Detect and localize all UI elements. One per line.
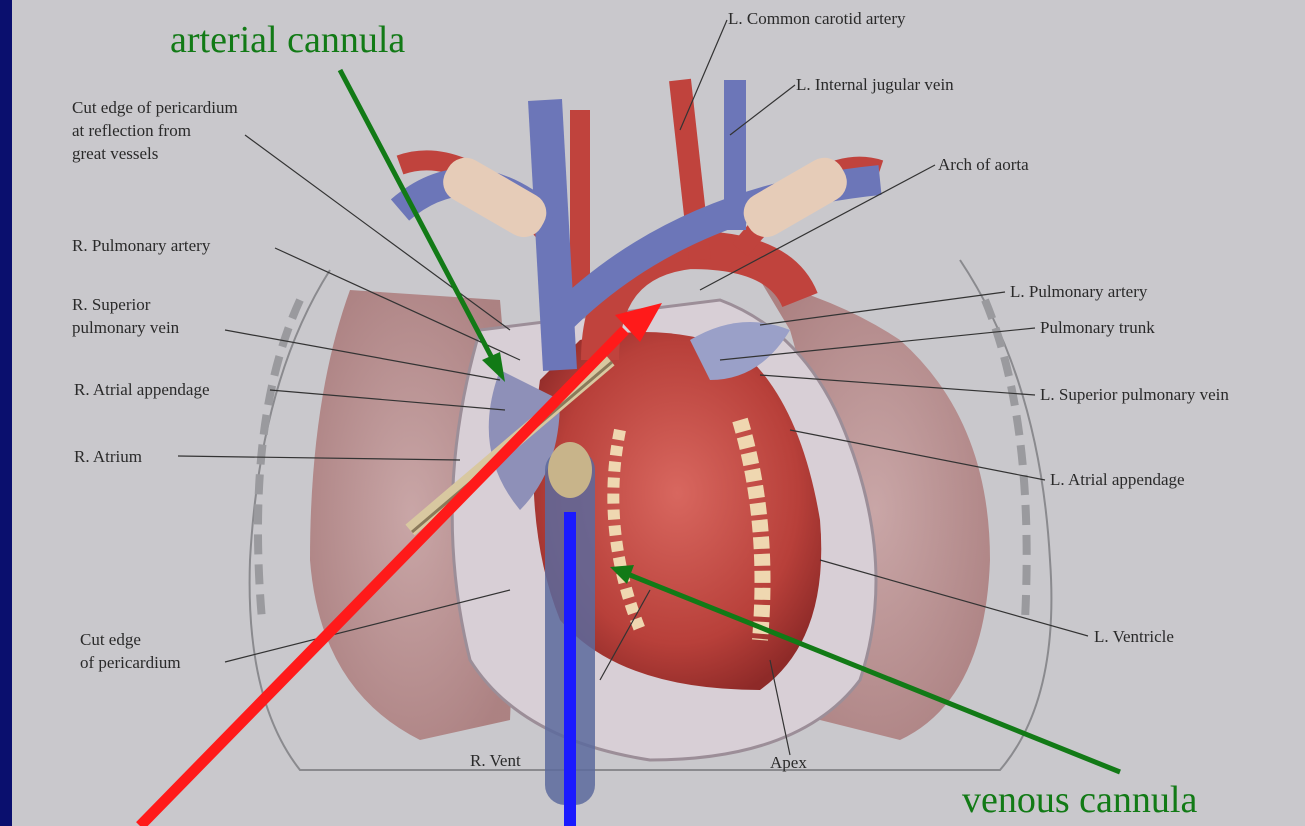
ribcage-inner [258,300,300,620]
label-cut-edge-bottom-2: of pericardium [80,653,181,672]
label-arch-of-aorta: Arch of aorta [938,155,1029,174]
label-cut-edge-top-3: great vessels [72,144,158,163]
label-l-atrial-appendage: L. Atrial appendage [1050,470,1185,489]
venous-cannula-tip [548,442,592,498]
arterial-cannula-annotation: arterial cannula [170,19,405,61]
label-l-pulmonary-artery: L. Pulmonary artery [1010,282,1148,301]
superior-vena-cava [545,100,560,370]
label-internal-jugular: L. Internal jugular vein [796,75,954,94]
venous-cannula-annotation: venous cannula [962,779,1197,821]
label-cut-edge-bottom-1: Cut edge [80,630,141,649]
label-l-ventricle: L. Ventricle [1094,627,1174,646]
label-r-superior-2: pulmonary vein [72,318,180,337]
label-r-superior-1: R. Superior [72,295,151,314]
label-r-ventricle: R. Vent [470,751,521,770]
label-l-superior-pulmonary-vein: L. Superior pulmonary vein [1040,385,1229,404]
label-r-atrium: R. Atrium [74,447,142,466]
label-cut-edge-top-1: Cut edge of pericardium [72,98,238,117]
label-cut-edge-top-2: at reflection from [72,121,191,140]
label-r-pulmonary-artery: R. Pulmonary artery [72,236,211,255]
label-apex: Apex [770,753,807,772]
clavicle-left [736,150,854,244]
label-pulmonary-trunk: Pulmonary trunk [1040,318,1155,337]
label-r-atrial-appendage: R. Atrial appendage [74,380,210,399]
label-common-carotid: L. Common carotid artery [728,9,906,28]
